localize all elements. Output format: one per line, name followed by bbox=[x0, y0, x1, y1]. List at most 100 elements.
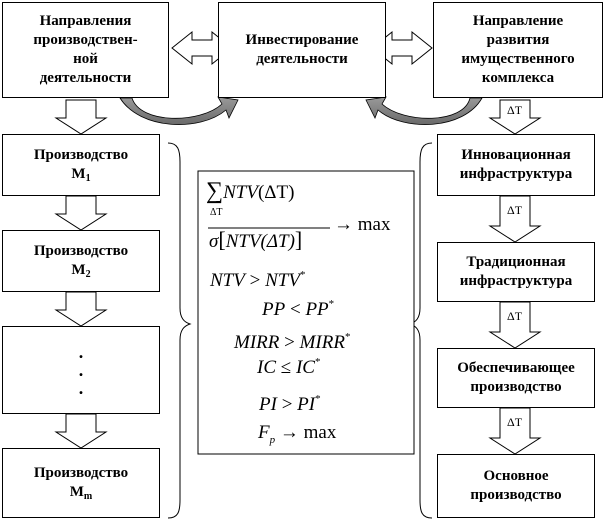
double-arrow-right bbox=[371, 30, 433, 66]
criterion-fp-to-max: → max bbox=[275, 422, 337, 443]
criterion-pi: PI > PI* bbox=[259, 388, 321, 416]
supporting-production-line-2: производство bbox=[470, 379, 562, 395]
curved-arrow-left bbox=[119, 96, 239, 125]
bracket-close: ] bbox=[294, 227, 303, 252]
delta-t-label-3: ΔT bbox=[507, 309, 523, 323]
investment-activity-line-2: деятельности bbox=[256, 51, 348, 67]
to-max-text: → max bbox=[334, 214, 391, 235]
supporting-production-line-1: Обеспечивающее bbox=[457, 360, 575, 376]
down-arrow-right-2 bbox=[488, 195, 542, 243]
down-arrow-right-3 bbox=[488, 301, 542, 349]
npv-text: NTV bbox=[223, 182, 258, 203]
production-mm-letter: Мm bbox=[69, 484, 93, 502]
criterion-npv: NTV > NTV* bbox=[210, 264, 305, 292]
production-directions-line-1: Направления bbox=[39, 13, 132, 29]
production-m2-letter: М2 bbox=[71, 262, 91, 280]
criterion-pp-star: * bbox=[328, 298, 335, 310]
property-complex-box: Направление развития имущественного комп… bbox=[433, 2, 603, 98]
formula-to-max: → max bbox=[334, 214, 390, 236]
criterion-pp-op: < bbox=[285, 299, 306, 320]
criterion-pp: PP < PP* bbox=[262, 293, 334, 321]
sum-symbol: ∑ bbox=[206, 178, 224, 204]
criterion-ic: IC ≤ IC* bbox=[257, 351, 320, 379]
criterion-pi-op: > bbox=[276, 394, 298, 415]
down-arrow-left-3 bbox=[54, 291, 108, 327]
sigma-symbol: σ bbox=[209, 231, 219, 252]
criteria-box bbox=[197, 170, 415, 455]
sum-index: ΔT bbox=[210, 208, 223, 218]
production-directions-line-4: деятельности bbox=[39, 70, 132, 86]
criterion-npv-star: * bbox=[299, 269, 306, 281]
main-production-line-1: Основное bbox=[483, 468, 549, 484]
down-arrow-right-4 bbox=[488, 407, 542, 455]
production-m1-label: Производство bbox=[33, 147, 129, 163]
criterion-ic-op: ≤ bbox=[276, 357, 296, 378]
down-arrow-right-1 bbox=[488, 99, 542, 135]
criterion-ic-rhs: IC bbox=[295, 357, 315, 378]
left-down-arrows bbox=[54, 99, 108, 449]
innovation-infrastructure-box: Инновационная инфраструктура bbox=[437, 134, 595, 196]
production-ellipsis-box: . . . bbox=[2, 326, 160, 414]
property-complex-line-3: имущественного bbox=[461, 51, 575, 67]
criterion-fp-sub: p bbox=[269, 434, 276, 446]
ellipsis-dot-3: . bbox=[78, 378, 84, 398]
npv-arg: (ΔT) bbox=[257, 182, 295, 203]
ellipsis-dot-2: . bbox=[78, 360, 84, 380]
down-arrow-left-1 bbox=[54, 99, 108, 135]
property-complex-line-4: комплекса bbox=[481, 70, 555, 86]
investment-activity-line-1: Инвестирование bbox=[245, 32, 359, 48]
innovation-infrastructure-line-2: инфраструктура bbox=[459, 166, 573, 182]
supporting-production-box: Обеспечивающее производство bbox=[437, 348, 595, 408]
traditional-infrastructure-line-1: Традиционная bbox=[466, 254, 566, 270]
criterion-ic-star: * bbox=[314, 356, 321, 368]
property-complex-line-2: развития bbox=[486, 32, 550, 48]
down-arrow-left-4 bbox=[54, 413, 108, 449]
criterion-pi-rhs: PI bbox=[297, 394, 316, 415]
criterion-mirr: MIRR > MIRR* bbox=[234, 326, 350, 354]
denominator-inner: NTV(ΔT) bbox=[225, 231, 295, 252]
traditional-infrastructure-box: Традиционная инфраструктура bbox=[437, 242, 595, 302]
main-production-box: Основное производство bbox=[437, 454, 595, 518]
criterion-fp: Fp → max bbox=[258, 422, 336, 451]
criterion-pi-star: * bbox=[315, 393, 321, 405]
criterion-npv-lhs: NTV bbox=[210, 270, 245, 291]
criterion-npv-op: > bbox=[244, 270, 266, 291]
ellipsis-dot-1: . bbox=[78, 342, 84, 362]
left-brace bbox=[167, 142, 192, 519]
production-directions-line-2: производствен- bbox=[33, 32, 138, 48]
criterion-ic-lhs: IC bbox=[257, 357, 276, 378]
production-mm-box: Производство Мm bbox=[2, 448, 160, 518]
formula-denominator: σ[NTV(ΔT)] bbox=[209, 229, 302, 253]
production-directions-box: Направления производствен- ной деятельно… bbox=[2, 2, 169, 98]
delta-t-label-1: ΔT bbox=[507, 103, 523, 117]
production-m1-letter: М1 bbox=[71, 166, 91, 184]
criterion-mirr-op: > bbox=[279, 332, 300, 353]
production-m1-box: Производство М1 bbox=[2, 134, 160, 196]
formula-numerator: ∑NTV(ΔT) bbox=[206, 178, 295, 204]
criterion-mirr-rhs: MIRR bbox=[299, 332, 345, 353]
down-arrow-left-2 bbox=[54, 195, 108, 231]
sum-index-text: ΔT bbox=[210, 207, 223, 218]
delta-t-label-4: ΔT bbox=[507, 415, 523, 429]
production-m2-label: Производство bbox=[33, 243, 129, 259]
curved-arrow-right bbox=[365, 96, 483, 125]
investment-activity-box: Инвестирование деятельности bbox=[218, 2, 386, 98]
criterion-npv-rhs: NTV bbox=[265, 270, 300, 291]
production-m2-box: Производство М2 bbox=[2, 230, 160, 292]
property-complex-line-1: Направление bbox=[472, 13, 564, 29]
production-mm-label: Производство bbox=[33, 465, 129, 481]
delta-t-label-2: ΔT bbox=[507, 203, 523, 217]
traditional-infrastructure-line-2: инфраструктура bbox=[459, 273, 573, 289]
bracket-open: [ bbox=[218, 227, 226, 252]
criterion-pp-lhs: PP bbox=[262, 299, 286, 320]
right-down-arrows bbox=[488, 99, 542, 455]
innovation-infrastructure-line-1: Инновационная bbox=[461, 147, 571, 163]
criterion-pi-lhs: PI bbox=[259, 394, 277, 415]
criterion-mirr-lhs: MIRR bbox=[234, 332, 280, 353]
criterion-mirr-star: * bbox=[344, 331, 351, 343]
criterion-fp-letter: F bbox=[258, 422, 270, 443]
production-directions-line-3: ной bbox=[73, 51, 98, 67]
criterion-pp-rhs: PP bbox=[305, 299, 329, 320]
main-production-line-2: производство bbox=[470, 487, 562, 503]
